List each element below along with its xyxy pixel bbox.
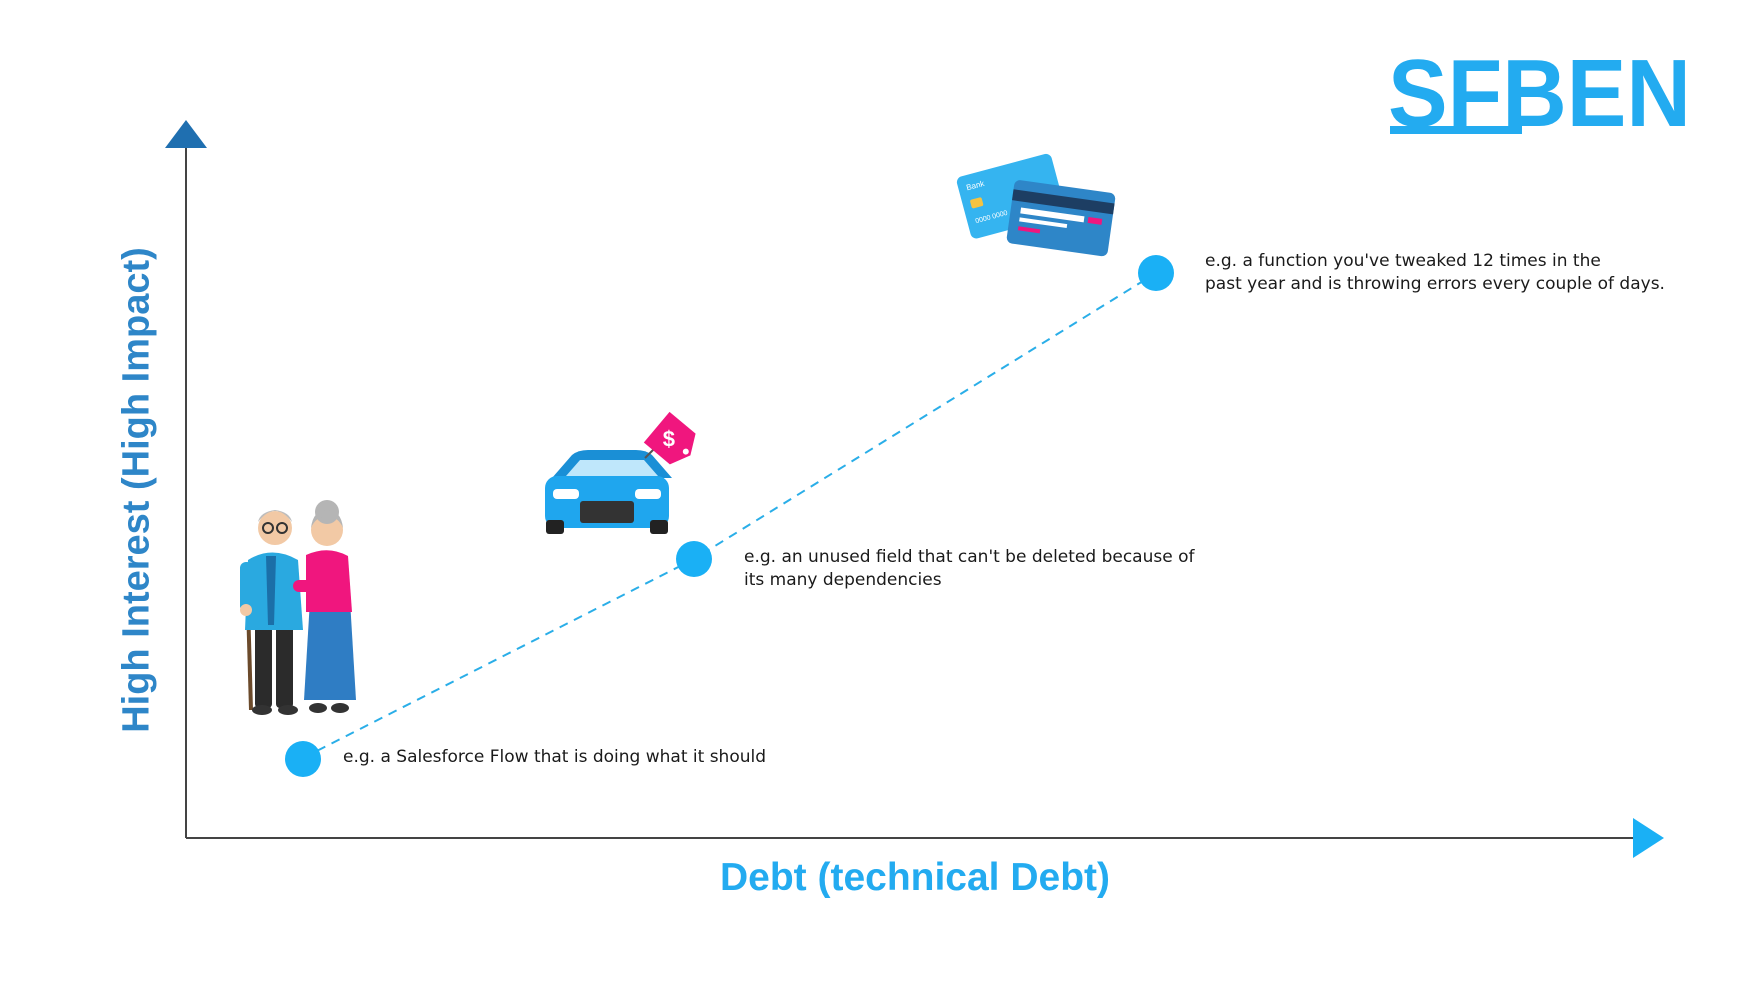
annotation-high: e.g. a function you've tweaked 12 times … <box>1205 250 1665 296</box>
data-point-low <box>285 741 321 777</box>
annotation-high-line-2: past year and is throwing errors every c… <box>1205 274 1665 294</box>
car-with-price-tag-icon: $ <box>545 411 696 534</box>
elderly-couple-icon <box>240 500 356 715</box>
y-axis-arrow <box>165 120 207 148</box>
annotation-low: e.g. a Salesforce Flow that is doing wha… <box>343 746 766 769</box>
sfben-logo: SFBEN <box>1388 40 1693 147</box>
sfben-logo-mark: SFBEN <box>1388 40 1691 147</box>
price-tag-symbol: $ <box>663 426 675 451</box>
annotation-mid-line-2: its many dependencies <box>744 570 942 590</box>
logo-text: SFBEN <box>1388 50 1691 134</box>
annotation-high-line-1: e.g. a function you've tweaked 12 times … <box>1205 251 1601 271</box>
x-axis-label: Debt (technical Debt) <box>719 856 1111 899</box>
data-point-mid <box>676 541 712 577</box>
data-point-high <box>1138 255 1174 291</box>
trend-dashed-line <box>302 272 1157 759</box>
annotation-mid-line-1: e.g. an unused field that can't be delet… <box>744 547 1195 567</box>
annotation-low-line-1: e.g. a Salesforce Flow that is doing wha… <box>343 747 767 767</box>
x-axis-arrow <box>1633 818 1664 858</box>
y-axis-label: High Interest (High Impact) <box>115 247 158 733</box>
credit-cards-icon: Bank 0000 0000 <box>956 153 1116 257</box>
annotation-mid: e.g. an unused field that can't be delet… <box>744 546 1194 592</box>
